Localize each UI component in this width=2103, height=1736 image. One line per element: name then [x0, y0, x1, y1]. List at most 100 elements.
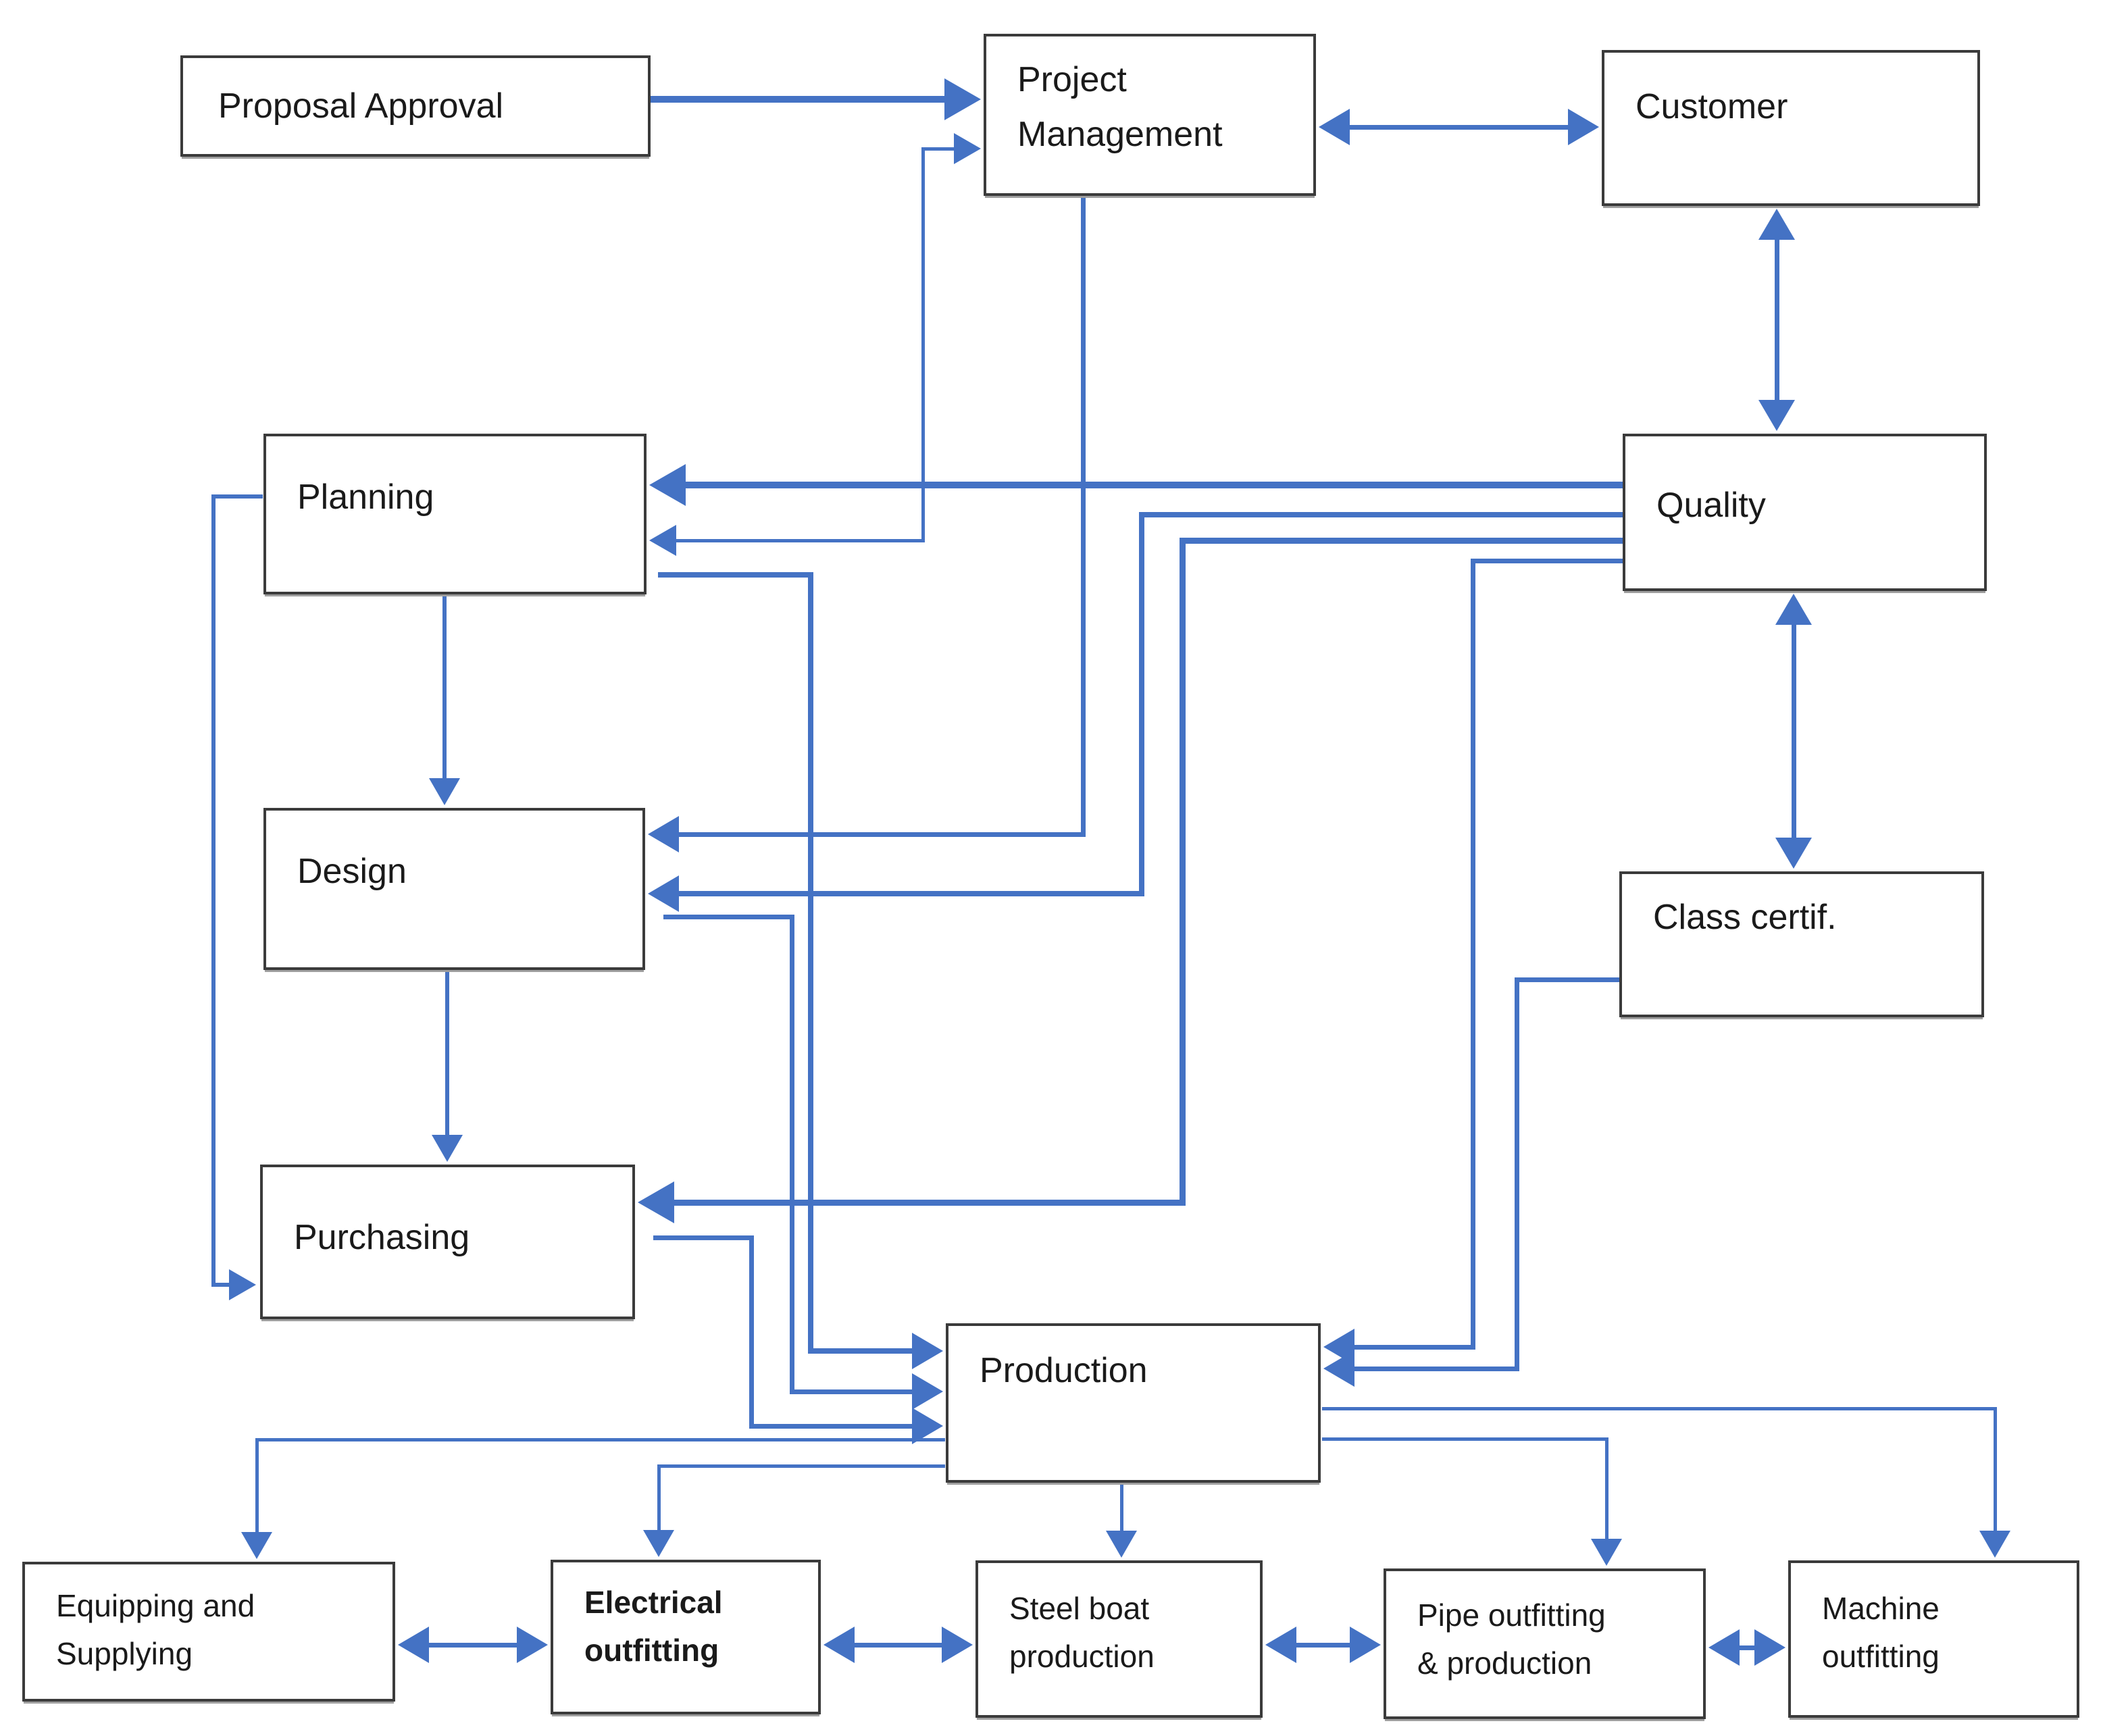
edge-quality-to-purchasing-seg0 — [1179, 537, 1623, 544]
node-design-label: Design — [297, 852, 407, 891]
node-pipe-outfitting-production: Pipe outfitting & production — [1384, 1568, 1706, 1719]
edge-planning-to-purchasing-arrowhead-end — [229, 1269, 256, 1300]
edge-pipe-machine-arrowhead-start — [1708, 1629, 1740, 1666]
edge-production-to-electrical-seg0 — [657, 1464, 945, 1468]
edge-customer-quality-arrowhead-end — [1758, 400, 1795, 431]
node-customer-label: Customer — [1636, 87, 1788, 126]
edge-planning-to-production-arrowhead-end — [912, 1333, 943, 1369]
node-planning-label: Planning — [297, 478, 434, 517]
edge-pm-customer-seg0 — [1342, 124, 1576, 130]
edge-quality-to-planning-seg0 — [677, 482, 1623, 488]
edge-classcert-to-production-arrowhead-end — [1323, 1350, 1354, 1387]
edge-production-to-steel-arrowhead-end — [1106, 1531, 1137, 1558]
edge-pm-planning-arrowhead-start — [954, 133, 981, 164]
edge-design-to-production-seg0 — [663, 914, 794, 919]
edge-customer-quality-arrowhead-start — [1758, 209, 1795, 240]
node-proposal-approval: Proposal Approval — [180, 55, 651, 157]
edge-planning-to-production-seg0 — [658, 572, 813, 578]
node-class-certif: Class certif. — [1619, 871, 1984, 1017]
edge-quality-to-purchasing-seg2 — [665, 1199, 1186, 1206]
edge-quality-to-production-seg2 — [1346, 1344, 1475, 1350]
edge-pipe-machine-seg0 — [1731, 1645, 1763, 1650]
edge-planning-to-design-seg0 — [442, 595, 447, 786]
edge-electrical-steel-seg0 — [846, 1642, 950, 1648]
node-production-label: Production — [980, 1351, 1148, 1390]
node-design: Design — [263, 808, 645, 970]
edge-pm-to-design-seg0 — [1080, 196, 1086, 837]
edge-pm-planning-arrowhead-end — [649, 525, 676, 556]
edge-customer-quality-seg0 — [1774, 232, 1779, 408]
edge-steel-pipe-seg0 — [1288, 1642, 1358, 1648]
node-electrical-outfitting: Electrical outfitting — [551, 1560, 821, 1714]
edge-proposal-to-pm-seg0 — [647, 96, 953, 103]
edge-purchasing-to-production-seg2 — [749, 1423, 920, 1429]
edge-pm-customer-arrowhead-end — [1568, 109, 1599, 145]
node-production: Production — [946, 1323, 1321, 1483]
edge-planning-to-purchasing-seg2 — [211, 1283, 236, 1287]
edge-production-to-steel-seg0 — [1119, 1483, 1123, 1538]
node-quality-label: Quality — [1656, 486, 1766, 525]
edge-electrical-steel-arrowhead-start — [824, 1627, 855, 1663]
edge-design-to-production-seg2 — [789, 1389, 920, 1394]
node-steel-boat-production-label: Steel boat production — [1009, 1591, 1155, 1675]
node-project-management-label: Project Management — [1017, 60, 1223, 154]
edge-design-to-production-arrowhead-end — [912, 1373, 943, 1410]
edge-pm-to-design-seg1 — [671, 832, 1086, 837]
edge-quality-to-design-arrowhead-end — [648, 875, 679, 912]
edge-electrical-steel-arrowhead-end — [942, 1627, 973, 1663]
edge-design-to-purchasing-seg0 — [445, 971, 449, 1142]
edge-production-to-machine-seg0 — [1321, 1406, 1997, 1410]
edge-quality-to-planning-arrowhead-end — [649, 464, 686, 506]
edge-production-to-machine-arrowhead-end — [1979, 1531, 2010, 1558]
edge-pm-planning-seg2 — [669, 538, 925, 542]
edge-planning-to-production-seg2 — [808, 1348, 920, 1354]
edge-production-to-machine-seg1 — [1993, 1406, 1997, 1538]
edge-production-to-electrical-seg1 — [657, 1464, 661, 1537]
edge-classcert-to-production-seg0 — [1514, 977, 1619, 982]
edge-design-to-purchasing-arrowhead-end — [432, 1135, 463, 1162]
edge-planning-to-purchasing-seg1 — [211, 494, 216, 1287]
edge-steel-pipe-arrowhead-start — [1265, 1627, 1296, 1663]
node-purchasing-label: Purchasing — [294, 1218, 470, 1257]
edge-quality-to-purchasing-arrowhead-end — [638, 1181, 674, 1223]
edge-quality-to-design-seg1 — [1139, 512, 1144, 896]
edge-purchasing-to-production-seg0 — [653, 1235, 754, 1240]
node-steel-boat-production: Steel boat production — [976, 1560, 1263, 1718]
node-proposal-approval-label: Proposal Approval — [218, 86, 504, 126]
node-quality: Quality — [1623, 434, 1987, 591]
edge-quality-to-design-seg2 — [671, 891, 1144, 896]
edge-equipping-electrical-arrowhead-end — [517, 1627, 548, 1663]
node-machine-outfitting: Machine outfitting — [1788, 1560, 2079, 1718]
edge-production-to-electrical-arrowhead-end — [643, 1530, 674, 1557]
edge-quality-classcert-arrowhead-start — [1775, 594, 1812, 625]
edge-design-to-production-seg1 — [789, 914, 794, 1394]
edge-pipe-machine-arrowhead-end — [1754, 1629, 1785, 1666]
edge-planning-to-design-arrowhead-end — [429, 778, 460, 805]
edge-production-to-pipe-seg1 — [1604, 1437, 1608, 1546]
edge-pm-customer-arrowhead-start — [1319, 109, 1350, 145]
node-planning: Planning — [263, 434, 647, 594]
edge-purchasing-to-production-seg1 — [749, 1235, 754, 1429]
node-class-certif-label: Class certif. — [1653, 898, 1837, 937]
edge-pm-planning-seg1 — [921, 147, 925, 542]
node-customer: Customer — [1602, 50, 1980, 206]
edge-production-to-equipping-arrowhead-end — [241, 1532, 272, 1559]
edge-quality-to-purchasing-seg1 — [1179, 537, 1186, 1206]
edge-production-to-pipe-seg0 — [1321, 1437, 1608, 1441]
edge-quality-classcert-arrowhead-end — [1775, 838, 1812, 869]
edge-classcert-to-production-seg2 — [1346, 1366, 1519, 1371]
edge-production-to-equipping-seg0 — [255, 1437, 945, 1441]
edge-steel-pipe-arrowhead-end — [1350, 1627, 1381, 1663]
edge-pm-planning-seg0 — [921, 147, 961, 151]
edge-pm-to-design-arrowhead-end — [648, 816, 679, 852]
node-pipe-outfitting-production-label: Pipe outfitting & production — [1417, 1598, 1606, 1681]
edge-equipping-electrical-seg0 — [421, 1642, 525, 1648]
edge-planning-to-production-seg1 — [808, 572, 813, 1354]
edge-quality-classcert-seg0 — [1791, 617, 1796, 846]
node-equipping-and-supplying: Equipping and Supplying — [22, 1562, 395, 1702]
node-purchasing: Purchasing — [260, 1165, 635, 1319]
node-machine-outfitting-label: Machine outfitting — [1822, 1591, 1940, 1675]
edge-planning-to-purchasing-seg0 — [211, 494, 263, 499]
edge-quality-to-production-seg0 — [1470, 558, 1623, 563]
